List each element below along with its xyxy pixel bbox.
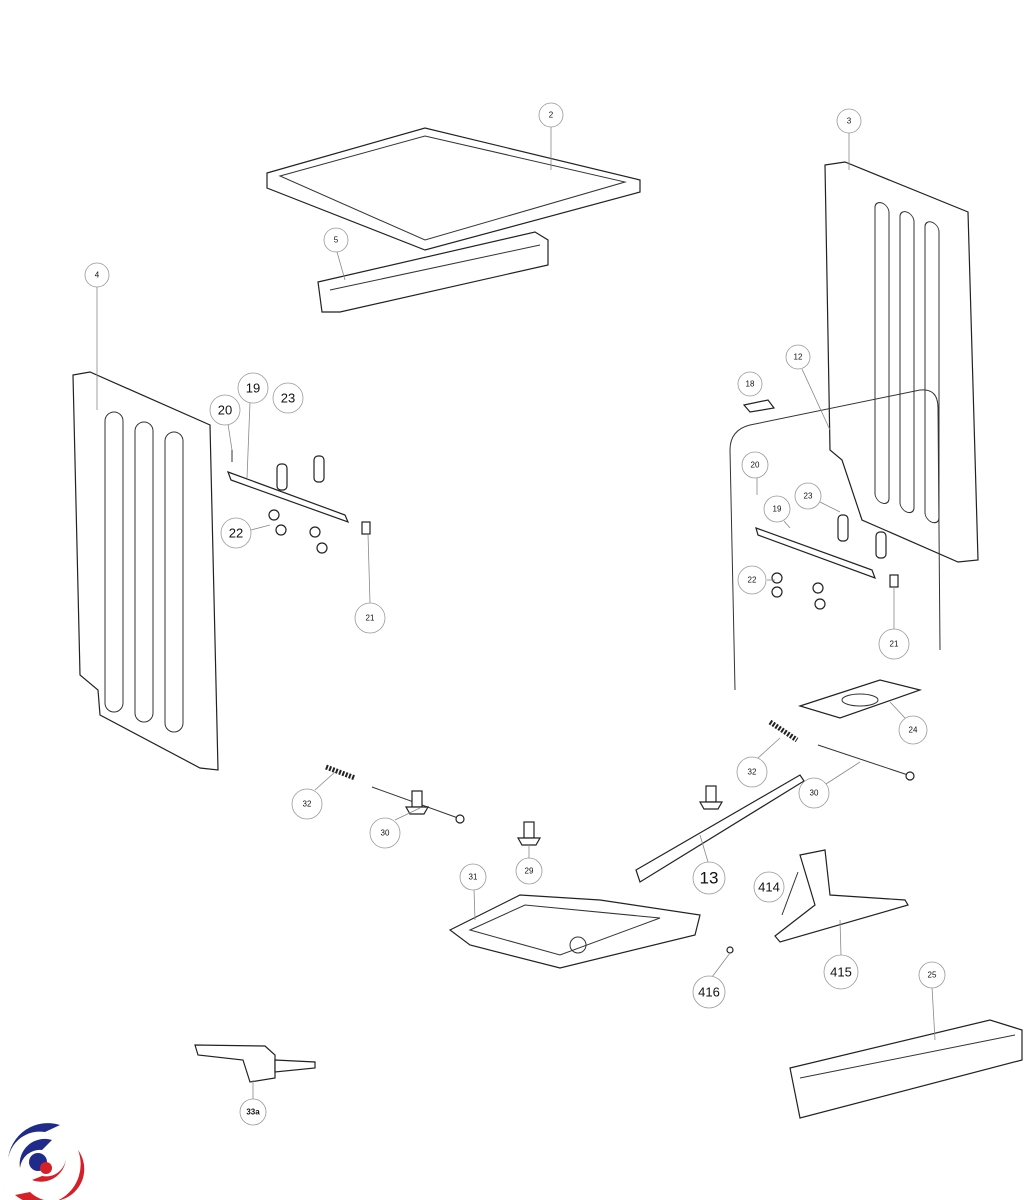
part-25-rear-rail [789, 1019, 1023, 1119]
part-left-side-panel [72, 371, 219, 771]
part-24-plate [797, 679, 923, 719]
svg-text:414: 414 [758, 880, 780, 895]
callout-33a: 33a [239, 1098, 267, 1126]
callout-5: 5 [323, 227, 349, 253]
callout-20-left: 20 [209, 394, 241, 426]
callout-23-left: 23 [272, 382, 304, 414]
svg-text:22: 22 [748, 576, 757, 585]
svg-text:19: 19 [773, 505, 782, 514]
callout-13: 13 [692, 861, 726, 895]
part-31-base-tray [448, 894, 701, 969]
part-18 [742, 399, 776, 413]
part-414-415-support [726, 849, 909, 954]
svg-text:23: 23 [804, 492, 813, 501]
leader-lines [96, 127, 936, 1100]
callout-25: 25 [918, 961, 946, 989]
part-adjustable-feet [404, 785, 724, 846]
brand-logo [8, 1123, 85, 1200]
callout-19-right: 19 [763, 495, 791, 523]
callout-30-right: 30 [798, 777, 830, 809]
callout-21-left: 21 [354, 602, 386, 634]
callout-21-right: 21 [878, 628, 910, 660]
callout-3: 3 [836, 108, 862, 134]
svg-text:25: 25 [928, 971, 937, 980]
svg-text:33a: 33a [246, 1108, 260, 1117]
callout-2: 2 [538, 102, 564, 128]
part-13-strip [635, 774, 805, 883]
part-33a-hinge [194, 1044, 316, 1083]
svg-text:32: 32 [748, 768, 757, 777]
callout-22-left: 22 [220, 517, 252, 549]
svg-text:21: 21 [890, 640, 899, 649]
svg-text:22: 22 [229, 526, 243, 541]
svg-text:18: 18 [746, 380, 755, 389]
svg-text:4: 4 [95, 271, 100, 280]
part-left-bracket-set [226, 450, 371, 554]
svg-text:415: 415 [830, 965, 852, 980]
svg-text:32: 32 [303, 800, 312, 809]
svg-text:23: 23 [281, 391, 295, 406]
svg-text:30: 30 [381, 829, 390, 838]
callout-29: 29 [515, 857, 543, 885]
part-door-gasket [729, 389, 941, 691]
svg-text:5: 5 [334, 236, 339, 245]
callout-414: 414 [753, 871, 785, 903]
svg-text:24: 24 [909, 726, 918, 735]
callout-22-right: 22 [737, 565, 767, 595]
part-right-side-panel [824, 161, 979, 563]
svg-text:29: 29 [525, 867, 534, 876]
svg-text:416: 416 [698, 985, 720, 1000]
svg-text:12: 12 [794, 353, 803, 362]
svg-text:30: 30 [810, 789, 819, 798]
callout-20-right: 20 [741, 451, 769, 479]
part-top-cover [266, 127, 641, 251]
svg-text:21: 21 [366, 614, 375, 623]
callout-18: 18 [737, 371, 763, 397]
callout-24: 24 [898, 715, 928, 745]
svg-text:20: 20 [218, 403, 232, 418]
callout-416: 416 [692, 975, 726, 1009]
svg-text:2: 2 [549, 111, 554, 120]
callout-12: 12 [785, 344, 811, 370]
callout-23-right: 23 [794, 482, 822, 510]
callout-30-left: 30 [369, 817, 401, 849]
callout-415: 415 [823, 954, 859, 990]
callout-31: 31 [459, 863, 487, 891]
part-top-rail [317, 231, 549, 313]
svg-text:20: 20 [751, 461, 760, 470]
callout-32-left: 32 [291, 788, 323, 820]
svg-text:19: 19 [246, 381, 260, 396]
callout-4: 4 [84, 262, 110, 288]
part-right-bracket-set [755, 514, 899, 610]
callout-32-right: 32 [736, 756, 768, 788]
svg-text:3: 3 [847, 117, 852, 126]
svg-text:31: 31 [469, 873, 478, 882]
svg-text:13: 13 [700, 869, 719, 888]
callout-19-left: 19 [237, 372, 269, 404]
